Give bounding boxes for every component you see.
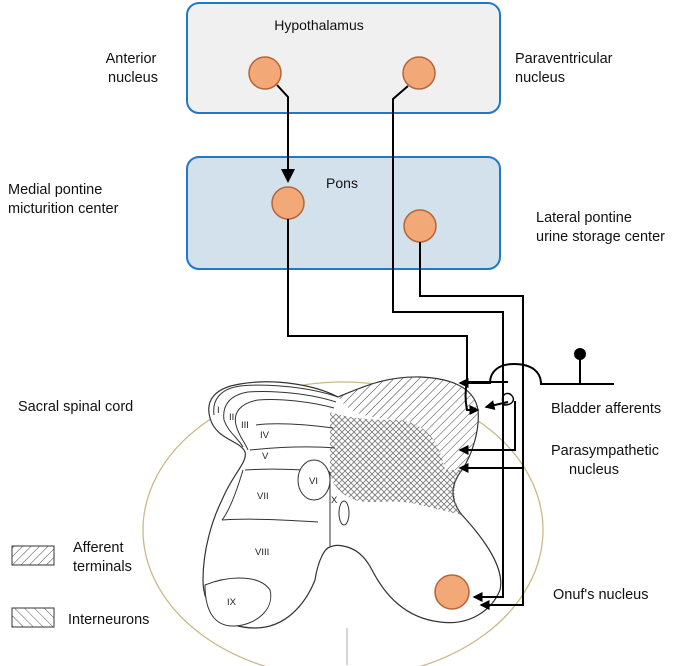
medial-pontine-to-parasympathetic: [458, 401, 516, 455]
lateral-pontine-nucleus-circle: [403, 209, 437, 243]
legend: Afferent terminals Interneurons: [11, 540, 149, 628]
sacral-spinal-cord-label: Sacral spinal cord: [18, 399, 133, 415]
lamina-x: X: [331, 495, 338, 506]
onufs-nucleus-label: Onuf's nucleus: [553, 587, 648, 603]
paraventricular-descending-path: [392, 85, 504, 602]
lamina-vii: VII: [257, 491, 269, 502]
bladder-afferents-label: Bladder afferents: [551, 401, 661, 417]
lamina-v: V: [262, 451, 269, 462]
pons-title: Pons: [326, 175, 358, 191]
lateral-pontine-label: Lateral pontine urine storage center: [536, 210, 665, 245]
pons-box: [186, 156, 501, 270]
paraventricular-nucleus-circle: [402, 56, 436, 90]
anterior-nucleus-label: Anterior nucleus: [106, 51, 161, 86]
interneurons-swatch: [11, 607, 55, 628]
spinal-cord-section: I II III IV V VI VII VIII IX X: [142, 376, 544, 666]
afferent-terminals-legend-label: Afferent terminals: [73, 540, 132, 575]
medial-pontine-label: Medial pontine micturition center: [8, 182, 119, 217]
bladder-afferent-path: [458, 362, 614, 388]
parasympathetic-nucleus-label: Parasympathetic nucleus: [551, 443, 663, 478]
anterior-nucleus-circle: [248, 56, 282, 90]
anterior-to-pons-arrow: [276, 84, 295, 183]
hypothalamus-title: Hypothalamus: [274, 17, 364, 33]
medial-pontine-nucleus-circle: [271, 186, 305, 220]
lamina-iv: IV: [260, 430, 270, 441]
afferent-terminals-swatch: [11, 545, 55, 566]
lamina-vi: VI: [309, 476, 318, 487]
lamina-ix-region: [204, 577, 272, 627]
afferent-terminal-region: [338, 376, 479, 470]
lamina-ix: IX: [227, 597, 237, 608]
interneuron-region: [330, 412, 462, 515]
bladder-afferent-receptor: [574, 348, 586, 360]
lamina-ii: II: [229, 412, 234, 423]
lamina-iii: III: [241, 420, 249, 431]
lateral-pontine-descending-path: [419, 242, 524, 473]
lamina-viii: VIII: [255, 547, 269, 558]
lamina-i: I: [217, 405, 220, 416]
paraventricular-nucleus-label: Paraventricular nucleus: [515, 51, 617, 86]
central-canal: [338, 500, 350, 526]
onufs-nucleus-circle: [434, 574, 470, 610]
pathways: [276, 84, 614, 610]
interneurons-legend-label: Interneurons: [68, 612, 149, 628]
lamina-vi-region: [297, 459, 331, 501]
spinal-cord-outline: [142, 381, 544, 666]
